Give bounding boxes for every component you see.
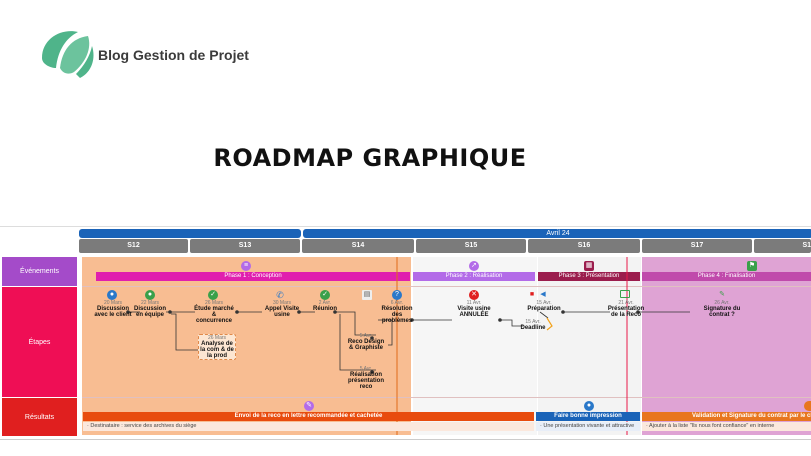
phone-icon: ✆ [276, 290, 284, 300]
week-s18: S1 [754, 239, 811, 253]
edit-icon: ✎ [719, 291, 725, 298]
phase3-bar: Phase 3 : Présentation [538, 272, 640, 281]
lane-separator [82, 286, 811, 287]
lane-separator [82, 397, 811, 398]
week-s15: S15 [416, 239, 526, 253]
megaphone-icon: ◀ [540, 291, 546, 298]
list-icon: ≡ [241, 261, 251, 271]
month-bar: Avril 24 [303, 229, 811, 238]
result-note-1: · Destinataire : service des archives du… [83, 422, 534, 431]
roadmap-frame [0, 226, 811, 440]
result-bar-2: Faire bonne impression [536, 412, 640, 421]
step-reco-presentation-final: 21 Avr.Présentation de la Reco [607, 300, 645, 318]
week-s17: S17 [642, 239, 752, 253]
calendar-icon: ▦ [584, 261, 594, 271]
check-icon: ✓ [208, 290, 218, 300]
step-problem-solving: 6 Avr.Résolution des problèmes [381, 300, 413, 324]
lane-events: Événements [2, 257, 77, 286]
result-bar-3: Validation et Signature du contrat par l… [642, 412, 811, 421]
document-icon: ▤ [362, 290, 372, 300]
check-icon: ✓ [320, 290, 330, 300]
brand-name: Blog Gestion de Projet [98, 47, 249, 63]
week-s14: S14 [302, 239, 414, 253]
phase1-bar: Phase 1 : Conception [96, 272, 410, 281]
rocket-icon: ➚ [469, 261, 479, 271]
result-bar-1: Envoi de la reco en lettre recommandée e… [83, 412, 534, 421]
rss-icon [804, 401, 811, 411]
step-deadline: 15 Avr.Deadline [520, 319, 546, 331]
person-icon: ● [107, 290, 117, 300]
result-note-2: · Une présentation vivante et attractive [536, 422, 640, 431]
question-icon: ? [392, 290, 402, 300]
cancel-icon: ✕ [469, 290, 479, 300]
blog-logo-icon [42, 31, 94, 78]
step-reco-presentation: 5 Avr.Réalisation présentation reco [347, 366, 384, 390]
month-bar-march [79, 229, 301, 238]
phase2-bar: Phase 2 : Réalisation [413, 272, 535, 281]
step-preparation: 15 Avr.Préparation [527, 300, 561, 312]
edit-icon: ✎ [304, 401, 314, 411]
result-note-3: · Ajouter à la liste "Ils nous font conf… [642, 422, 811, 431]
person-icon: ● [584, 401, 594, 411]
lane-results: Résultats [2, 398, 77, 436]
phase4-bar: Phase 4 : Finalisation [642, 272, 811, 281]
step-meeting: 2 Avr.Réunion [313, 300, 337, 312]
screen-icon [620, 290, 630, 298]
group-icon: ● [145, 290, 155, 300]
step-reco-design: 5 Avr.Reco Design & Graphiste [347, 333, 385, 351]
page-title: ROADMAP GRAPHIQUE [213, 144, 527, 172]
flag-icon: ⚑ [747, 261, 757, 271]
week-s13: S13 [190, 239, 300, 253]
lock-icon: ■ [529, 291, 535, 298]
step-visit-cancelled: 11 Avr.Visite usine ANNULÉE [457, 300, 491, 318]
week-s12: S12 [79, 239, 188, 253]
step-contract-signature: 26 Avr.Signature du contrat ? [703, 300, 741, 318]
lane-steps: Étapes [2, 287, 77, 397]
week-s16: S16 [528, 239, 640, 253]
